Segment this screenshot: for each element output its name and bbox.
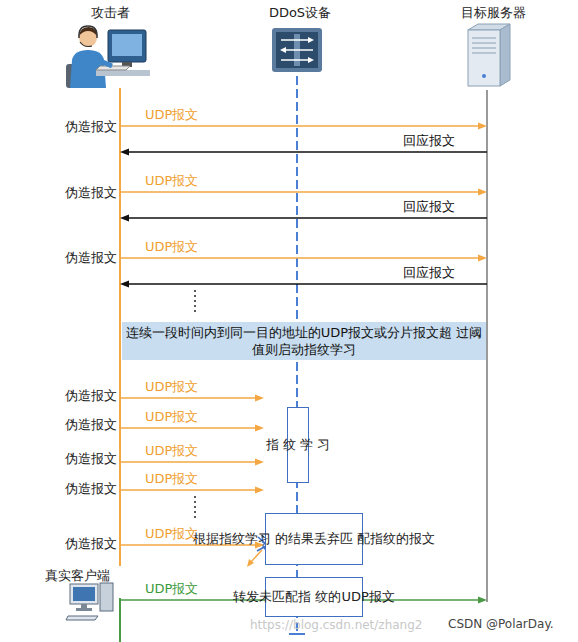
message-label: 回应报文 — [403, 133, 455, 149]
process-box: 转发未匹配指 纹的UDP报文 — [265, 577, 363, 617]
client-lifeline: 真实客户端 — [100, 568, 120, 640]
client-lifeline-line — [119, 598, 121, 642]
actor-name: 目标服务器 — [443, 5, 543, 21]
message-arrow — [120, 281, 487, 288]
message-arrow — [120, 215, 487, 222]
message-label: 回应报文 — [403, 199, 455, 215]
actor-name: 攻击者 — [60, 5, 160, 21]
arrow-head — [255, 425, 264, 432]
arrow-line — [129, 283, 487, 285]
message-label: UDP报文 — [145, 239, 198, 255]
message-arrow — [120, 425, 264, 432]
arrow-head — [255, 395, 264, 402]
arrow-head — [120, 281, 129, 288]
message-label: UDP报文 — [145, 471, 198, 487]
arrow-head — [478, 597, 487, 604]
arrow-line — [120, 489, 255, 491]
arrow-head — [255, 459, 264, 466]
phase-band: 连续一段时间内到同一目的地址的UDP报文或分片报文超 过阈值则启动指纹学习 — [122, 322, 486, 360]
message-arrow — [120, 149, 487, 156]
attacker-icon — [66, 26, 150, 88]
arrow-head — [478, 255, 487, 262]
message-arrow — [120, 123, 487, 130]
server-lifeline: 目标服务器 — [487, 4, 507, 602]
message-note: 伪造报文 — [57, 388, 117, 404]
lifeline-end — [289, 633, 305, 635]
message-label: UDP报文 — [145, 173, 198, 189]
server-icon — [468, 24, 510, 86]
message-label: UDP报文 — [145, 443, 198, 459]
device-lifeline: DDoS设备指 纹 学 习根据指纹学习 的结果丢弃匹 配指纹的报文转发未匹配指 … — [264, 4, 364, 636]
node-text: 连续一段时间内到同一目的地址的UDP报文或分片报文超 过阈值则启动指纹学习 — [124, 324, 484, 358]
arrow-head — [255, 487, 264, 494]
message-arrow — [120, 395, 264, 402]
ddos-device-icon — [272, 28, 322, 72]
arrow-line — [120, 125, 478, 127]
message-note: 伪造报文 — [57, 451, 117, 467]
arrow-line — [120, 397, 255, 399]
arrow-line — [129, 151, 487, 153]
node-text: 根据指纹学习 的结果丢弃匹 配指纹的报文 — [193, 531, 435, 547]
node-text: 转发未匹配指 纹的UDP报文 — [233, 589, 395, 605]
process-box: 根据指纹学习 的结果丢弃匹 配指纹的报文 — [265, 513, 363, 565]
message-arrow — [120, 255, 487, 262]
message-label: UDP报文 — [145, 409, 198, 425]
message-label: UDP报文 — [145, 581, 198, 597]
watermark: https://blog.csdn.net/zhang2 — [250, 617, 422, 633]
message-note: 伪造报文 — [57, 119, 117, 135]
arrow-line — [120, 461, 255, 463]
message-arrow — [120, 459, 264, 466]
message-note: 伪造报文 — [57, 185, 117, 201]
arrow-line — [120, 191, 478, 193]
watermark: CSDN @PolarDay. — [448, 616, 554, 632]
message-label: 回应报文 — [403, 265, 455, 281]
arrow-head — [478, 189, 487, 196]
message-note: 伪造报文 — [57, 417, 117, 433]
actor-name: 真实客户端 — [27, 568, 127, 584]
arrow-head — [120, 215, 129, 222]
message-label: UDP报文 — [145, 379, 198, 395]
arrow-head — [478, 123, 487, 130]
message-arrow — [120, 487, 264, 494]
arrow-line — [120, 427, 255, 429]
message-note: 伪造报文 — [57, 250, 117, 266]
message-note: 伪造报文 — [57, 536, 117, 552]
server-lifeline-line — [486, 90, 488, 602]
message-label: UDP报文 — [145, 526, 198, 542]
node-text: 指 纹 学 习 — [266, 437, 330, 453]
arrow-head — [120, 149, 129, 156]
arrow-line — [120, 257, 478, 259]
message-arrow — [120, 189, 487, 196]
process-box: 指 纹 学 习 — [287, 407, 309, 483]
actor-name: DDoS设备 — [264, 5, 336, 21]
message-note: 伪造报文 — [57, 481, 117, 497]
message-label: UDP报文 — [145, 107, 198, 123]
client-icon — [66, 583, 113, 620]
arrow-line — [129, 217, 487, 219]
attacker-lifeline-line — [119, 88, 121, 566]
